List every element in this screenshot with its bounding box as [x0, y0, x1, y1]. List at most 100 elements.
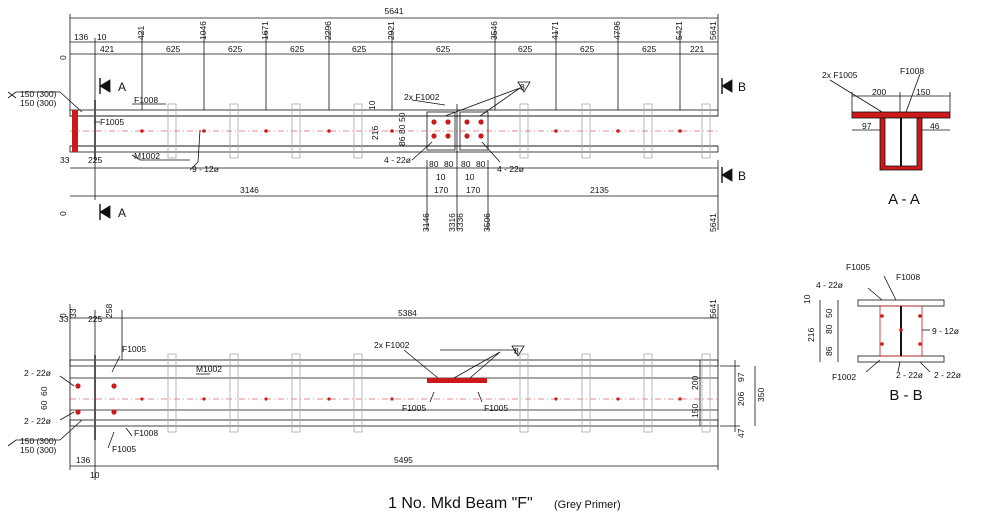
gauge-80-d: 80 — [476, 159, 486, 169]
tick-2296: 2296 — [323, 21, 333, 40]
aa-f1008: F1008 — [900, 66, 924, 76]
section-aa — [829, 73, 951, 171]
title-main: 1 No. Mkd Beam "F" — [388, 495, 533, 512]
label-m1002: M1002 — [134, 151, 160, 161]
tick-lower-3146: 3146 — [421, 213, 431, 232]
tick-1671: 1671 — [260, 21, 270, 40]
dim-pitch-10: 221 — [690, 44, 704, 54]
bb-bolts-top: 4 - 22ø — [816, 280, 843, 290]
bweld-2: 150 (300) — [20, 445, 57, 455]
weld-symbol-top: 8 — [520, 82, 525, 92]
top-view-labels: 5641 136 10 421 625 625 625 625 625 625 … — [20, 6, 746, 232]
bdim-10: 10 — [90, 470, 100, 480]
gauge-80-b: 80 — [444, 159, 454, 169]
dim-splice-10: 10 — [367, 100, 377, 110]
bdim-136: 136 — [76, 455, 90, 465]
blabel-holes-2: 2 - 22ø — [24, 416, 51, 426]
section-bb — [819, 275, 945, 373]
dim-pitch-7: 625 — [580, 44, 594, 54]
dim-pitch-0: 421 — [100, 44, 114, 54]
label-f1005: F1005 — [100, 117, 124, 127]
tick-3546: 3546 — [489, 21, 499, 40]
aa-title: A - A — [888, 191, 920, 208]
aa-w200: 200 — [872, 87, 886, 97]
bb-bolts-b1: 2 - 22ø — [896, 370, 923, 380]
bweld-symbol: 8 — [514, 346, 519, 356]
dim-pitch-4: 625 — [352, 44, 366, 54]
bdim-5495: 5495 — [394, 455, 413, 465]
dim-lower-3146: 3146 — [240, 185, 259, 195]
aa-d46: 46 — [930, 121, 940, 131]
dim-lower-170a: 170 — [434, 185, 448, 195]
aa-d97: 97 — [862, 121, 872, 131]
label-bolts-left: 4 - 22ø — [384, 155, 411, 165]
tick-1046: 1046 — [198, 21, 208, 40]
blabel-splice: 2x F1002 — [374, 340, 410, 350]
btick-258: 258 — [104, 304, 114, 318]
section-bb-labels: F1005 F1008 4 - 22ø 10 50 80 86 216 9 - … — [802, 262, 961, 404]
bb-h216: 216 — [806, 328, 816, 342]
bdim-5384: 5384 — [398, 308, 417, 318]
section-bb-holes — [880, 314, 922, 346]
dim-lower-170b: 170 — [466, 185, 480, 195]
dim-splice-50: 50 — [397, 112, 407, 122]
top-view-holes — [140, 119, 682, 139]
blabel-m1002: M1002 — [196, 364, 222, 374]
weld-left-1: 150 (300) — [20, 89, 57, 99]
marker-b-bottom: B — [738, 169, 746, 183]
dim-pitch-6: 625 — [518, 44, 532, 54]
tick-lower-zero: 0 — [58, 211, 68, 216]
dim-splice-80: 80 — [397, 124, 407, 134]
top-view — [7, 14, 733, 230]
tick-lower-5641: 5641 — [708, 213, 718, 232]
section-aa-labels: 2x F1005 F1008 200 150 97 46 A - A — [822, 66, 940, 208]
dim-height-216: 216 — [370, 126, 380, 140]
bweld-1: 150 (300) — [20, 436, 57, 446]
blabel-f1005: F1005 — [122, 344, 146, 354]
blabel-f1005-b2: F1005 — [484, 403, 508, 413]
gauge-10-a: 10 — [436, 172, 446, 182]
bdim-206: 206 — [736, 392, 746, 406]
bb-f1002: F1002 — [832, 372, 856, 382]
label-web-holes: 9 - 12ø — [192, 164, 219, 174]
bb-t10: 10 — [802, 294, 812, 304]
dim-overall: 5641 — [385, 6, 404, 16]
marker-a-bottom: A — [118, 206, 126, 220]
bb-f1005: F1005 — [846, 262, 870, 272]
dim-pitch-5: 625 — [436, 44, 450, 54]
aa-f1005: 2x F1005 — [822, 70, 858, 80]
tick-lower-3336: 3336 — [455, 213, 465, 232]
marker-a-top: A — [118, 80, 126, 94]
label-f1008: F1008 — [134, 95, 158, 105]
gauge-80-c: 80 — [461, 159, 471, 169]
tick-4171: 4171 — [550, 21, 560, 40]
tick-5421: 5421 — [674, 21, 684, 40]
bdim-150: 150 — [690, 404, 700, 418]
blabel-f1008: F1008 — [134, 428, 158, 438]
bdim-60b: 60 — [39, 400, 49, 410]
dim-10: 10 — [97, 32, 107, 42]
bb-h86: 86 — [824, 346, 834, 356]
btick-0: 0 — [58, 313, 68, 318]
dim-pitch-1: 625 — [166, 44, 180, 54]
dim-pitch-3: 625 — [290, 44, 304, 54]
dim-136: 136 — [74, 32, 88, 42]
dim-splice-86: 86 — [397, 136, 407, 146]
dim-pitch-2: 625 — [228, 44, 242, 54]
bottom-view — [7, 304, 756, 480]
bb-h80: 80 — [824, 324, 834, 334]
dim-lower-2135: 2135 — [590, 185, 609, 195]
label-bolts-right: 4 - 22ø — [497, 164, 524, 174]
bb-web-holes: 9 - 12ø — [932, 326, 959, 336]
weld-left-2: 150 (300) — [20, 98, 57, 108]
blabel-f1005-b1: F1005 — [402, 403, 426, 413]
tick-lower-3506: 3506 — [482, 213, 492, 232]
dim-left-33: 33 — [60, 155, 70, 165]
bb-title: B - B — [889, 387, 922, 404]
bb-h50: 50 — [824, 308, 834, 318]
tick-421: 421 — [136, 26, 146, 40]
bdim-47: 47 — [736, 428, 746, 438]
tick-5641: 5641 — [708, 21, 718, 40]
bdim-33: 33 — [59, 314, 69, 324]
